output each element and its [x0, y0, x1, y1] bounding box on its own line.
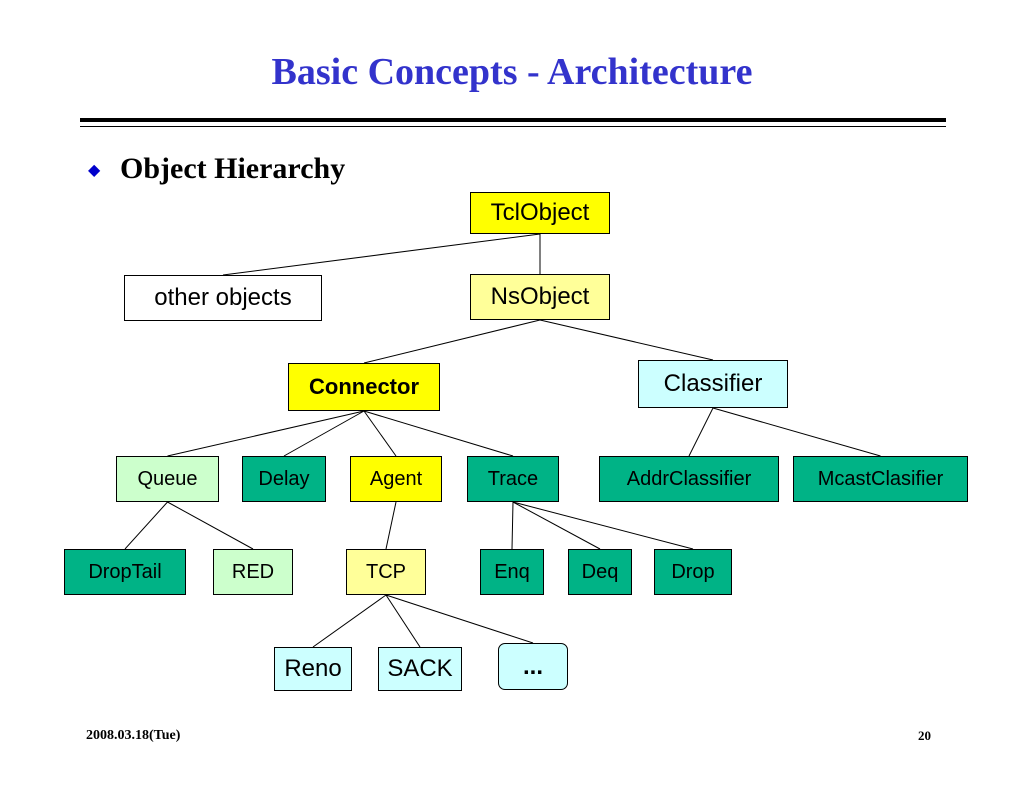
node-agent: Agent: [350, 456, 442, 502]
bullet-heading: Object Hierarchy: [120, 152, 346, 185]
node-tcp: TCP: [346, 549, 426, 595]
edge-nsobject-classifier: [539, 319, 714, 361]
edge-trace-deq: [512, 501, 601, 550]
node-red: RED: [213, 549, 293, 595]
edge-tcp-sack: [385, 594, 421, 648]
footer-date: 2008.03.18(Tue): [86, 728, 181, 743]
edge-agent-tcp: [385, 501, 397, 550]
title-rule-thick: [80, 118, 946, 122]
title-rule-thin: [80, 126, 946, 127]
diamond-bullet-icon: ◆: [88, 162, 101, 179]
node-mcastclasifier: McastClasifier: [793, 456, 968, 502]
edge-connector-delay: [283, 410, 365, 457]
edge-connector-agent: [363, 410, 397, 457]
edge-nsobject-connector: [363, 319, 541, 364]
slide-title: Basic Concepts - Architecture: [271, 51, 753, 93]
node-tclobject: TclObject: [470, 192, 610, 234]
node-drop: Drop: [654, 549, 732, 595]
edge-trace-enq: [511, 501, 514, 550]
edge-classifier-mcastclasifier: [712, 407, 881, 457]
node-reno: Reno: [274, 647, 352, 691]
page-number: 20: [918, 728, 931, 743]
edge-queue-droptail: [124, 501, 168, 550]
node-classifier: Classifier: [638, 360, 788, 408]
edge-tcp-more: [385, 594, 534, 644]
node-trace: Trace: [467, 456, 559, 502]
node-addrclassifier: AddrClassifier: [599, 456, 779, 502]
node-nsobject: NsObject: [470, 274, 610, 320]
edge-connector-trace: [363, 410, 514, 457]
edge-classifier-addrclassifier: [688, 407, 714, 457]
node-deq: Deq: [568, 549, 632, 595]
node-delay: Delay: [242, 456, 326, 502]
edge-tcp-reno: [312, 594, 387, 648]
node-more: ...: [498, 643, 568, 690]
node-other: other objects: [124, 275, 322, 321]
node-sack: SACK: [378, 647, 462, 691]
edge-trace-drop: [512, 501, 694, 550]
node-droptail: DropTail: [64, 549, 186, 595]
edge-queue-red: [167, 501, 254, 550]
node-queue: Queue: [116, 456, 219, 502]
edge-connector-queue: [167, 410, 365, 457]
edge-tclobject-other: [222, 233, 541, 276]
node-enq: Enq: [480, 549, 544, 595]
node-connector: Connector: [288, 363, 440, 411]
